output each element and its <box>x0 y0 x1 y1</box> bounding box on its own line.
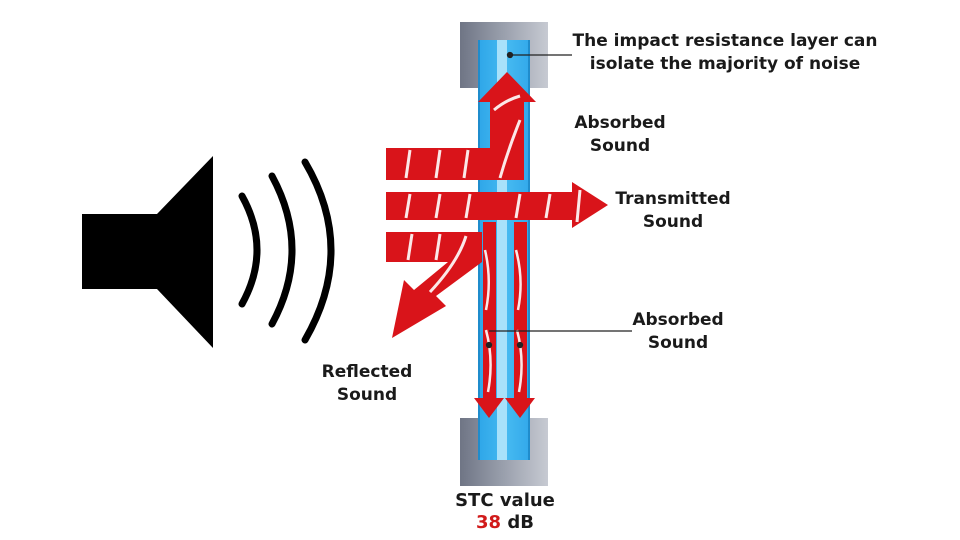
leader-lines <box>485 51 632 349</box>
absorbed-sound-down-arrows <box>474 222 535 418</box>
transmitted-sound-arrow <box>386 182 608 228</box>
speaker-icon <box>82 156 213 348</box>
sound-waves-icon <box>238 158 335 344</box>
stc-value-label: STC value 38 dB <box>430 490 580 534</box>
absorbed-sound-up-arrow <box>386 72 536 180</box>
absorbed-sound-label-top: Absorbed Sound <box>574 113 666 156</box>
stc-title: STC value <box>455 490 555 511</box>
reflected-sound-arrow <box>386 232 482 338</box>
stc-unit: dB <box>507 512 534 533</box>
impact-layer-label: The impact resistance layer can isolate … <box>572 31 878 74</box>
stc-reading: 38 dB <box>430 512 580 534</box>
reflected-sound-label: Reflected Sound <box>321 362 413 405</box>
transmitted-sound-label: Transmitted Sound <box>615 189 731 232</box>
stc-number: 38 <box>476 512 502 533</box>
absorbed-sound-label-bottom: Absorbed Sound <box>632 310 724 353</box>
